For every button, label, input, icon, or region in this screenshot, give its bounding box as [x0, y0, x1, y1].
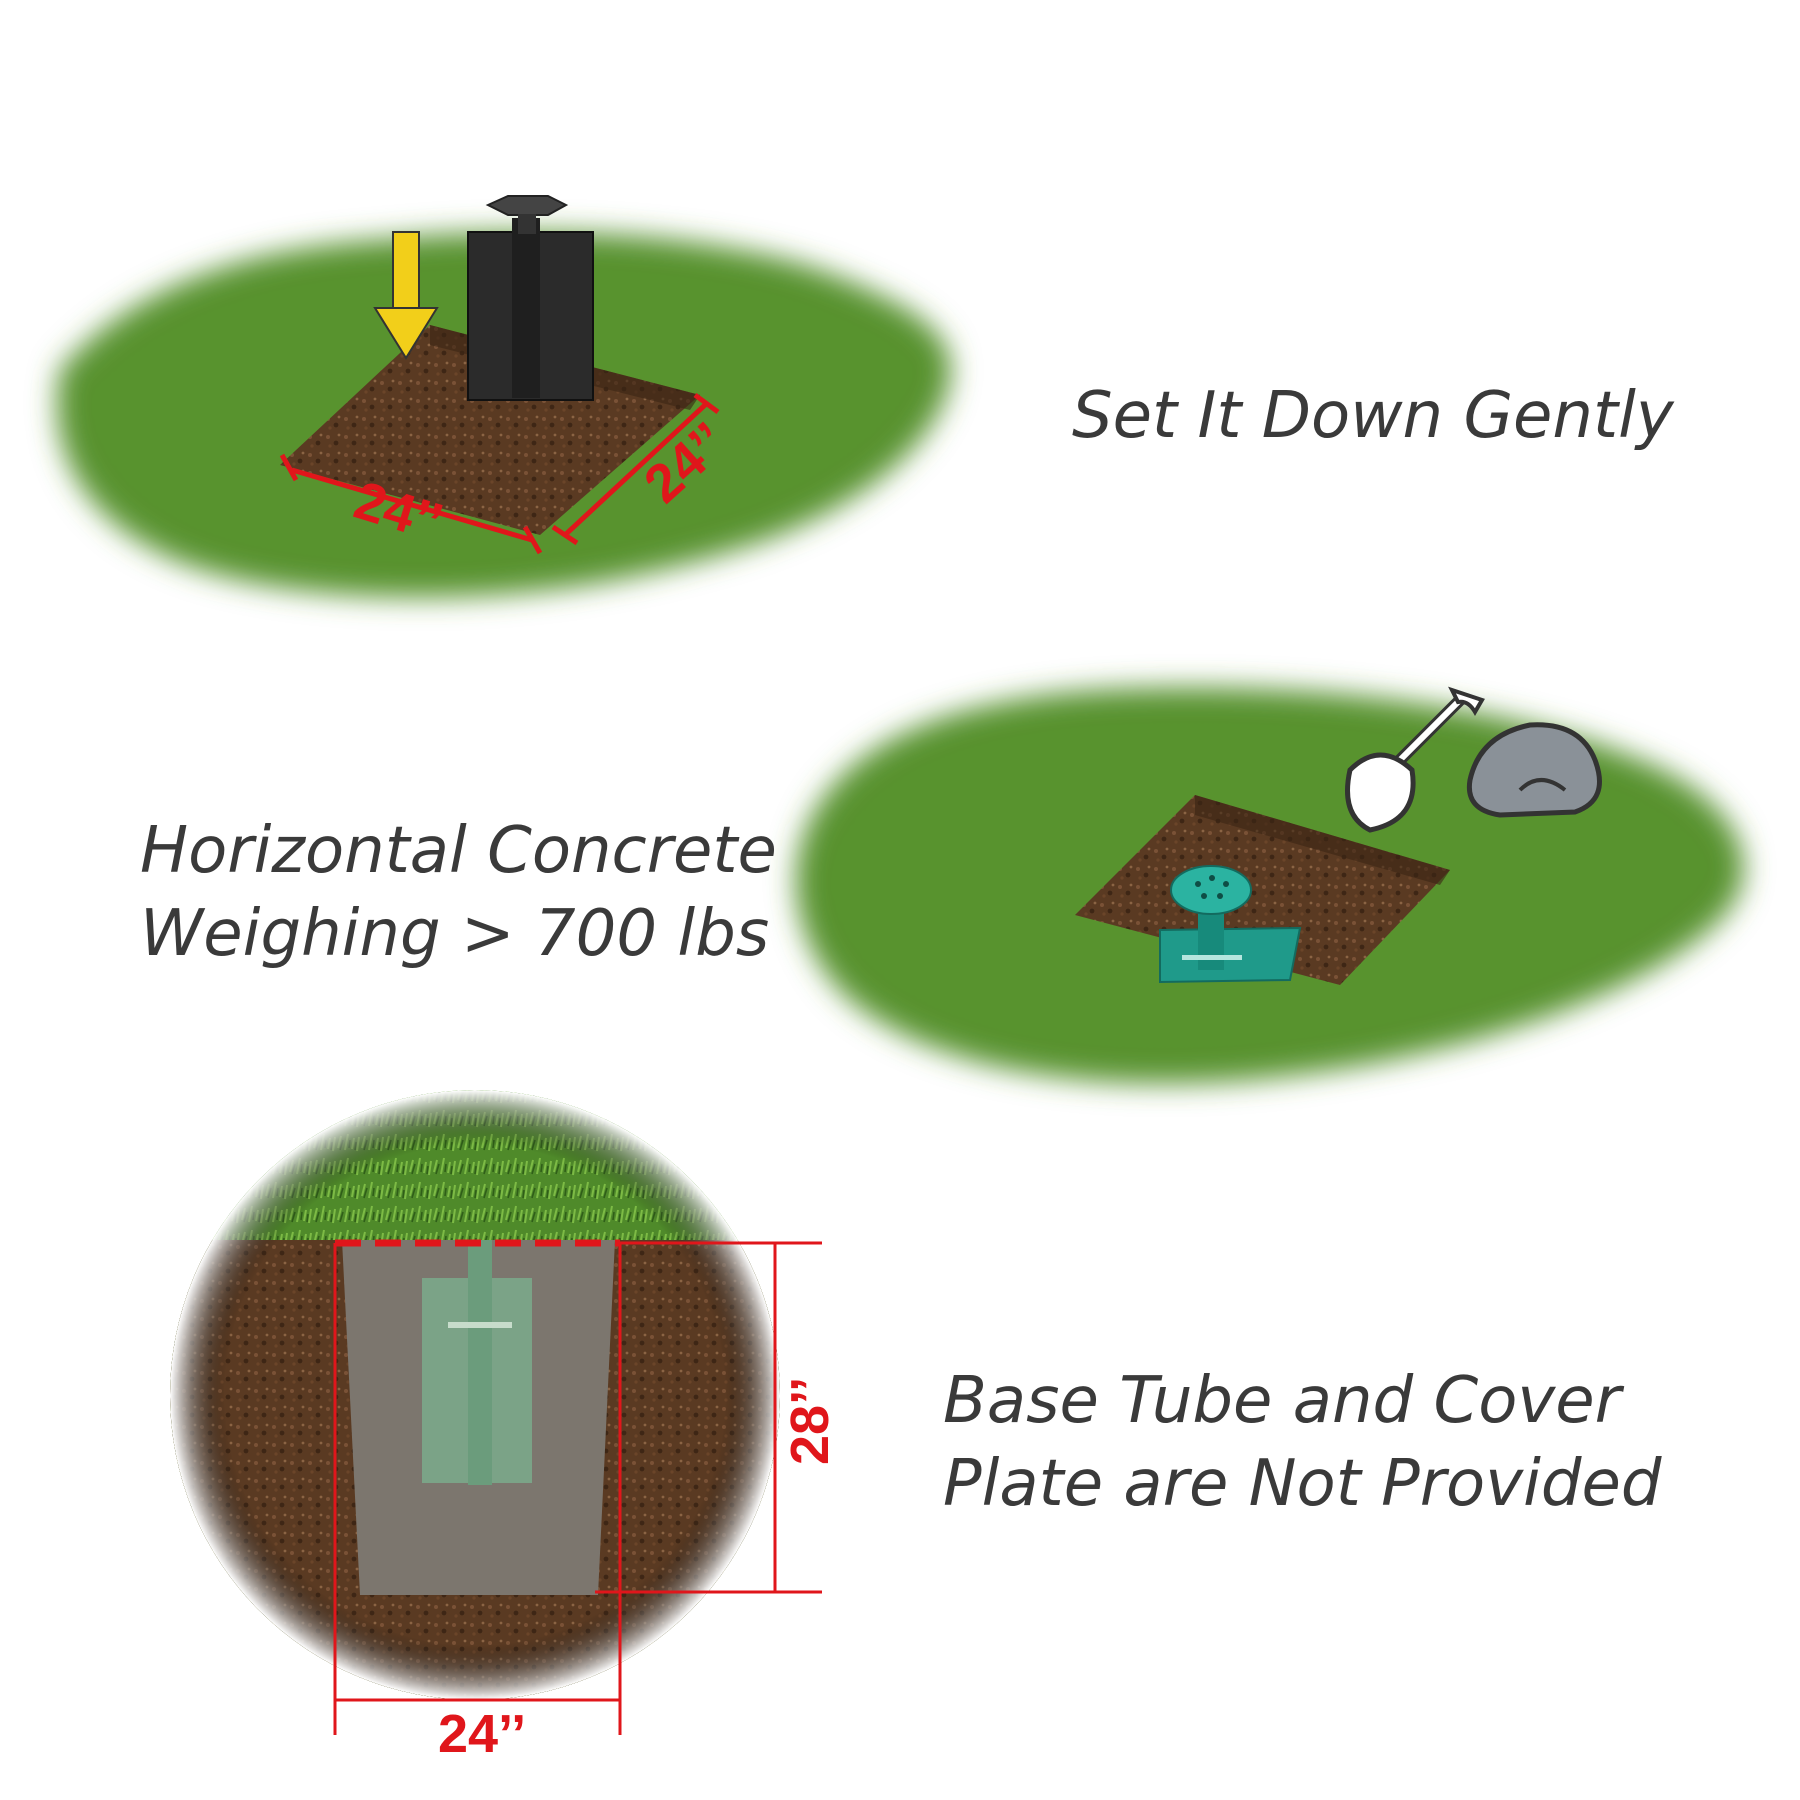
- caption-set-down: Set It Down Gently: [1072, 375, 1674, 458]
- black-anchor-icon: [467, 195, 594, 401]
- dimension-lines: [333, 1239, 822, 1735]
- soil-cross-section: [170, 1090, 780, 1700]
- panel-2-illustration: [795, 686, 1744, 1084]
- caption-concrete: Horizontal Concrete Weighing > 700 lbs: [140, 810, 777, 976]
- caption-line: Set It Down Gently: [1072, 379, 1674, 453]
- height-dimension-label: 28’’: [780, 1377, 840, 1465]
- rock-icon: [1466, 722, 1602, 818]
- dimension-lines: [279, 392, 720, 555]
- shovel-icon: [1345, 686, 1485, 833]
- caption-line: Base Tube and Cover: [943, 1364, 1621, 1438]
- panel-1-illustration: 24’’ 24’’: [56, 195, 952, 598]
- width-dimension-label: 24’’: [438, 1704, 526, 1764]
- caption-not-provided: Base Tube and Cover Plate are Not Provid…: [943, 1360, 1661, 1526]
- caption-line: Weighing > 700 lbs: [140, 897, 770, 972]
- down-arrow-icon: [373, 231, 439, 360]
- caption-line: Horizontal Concrete: [140, 814, 777, 888]
- caption-line: Plate are Not Provided: [943, 1447, 1662, 1522]
- panel-3-illustration: 24’’ 28’’: [170, 1090, 840, 1764]
- ground-anchor-icon: [1159, 865, 1302, 984]
